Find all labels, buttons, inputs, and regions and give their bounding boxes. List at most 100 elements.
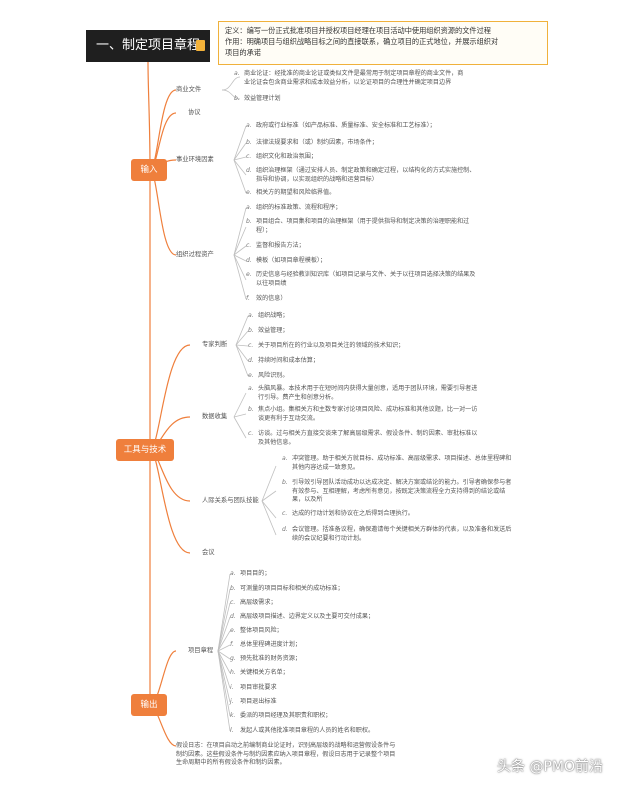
- category-inputs: 输入: [131, 159, 167, 181]
- item-marker: j.: [230, 698, 234, 705]
- list-item: b.项目组合、项目集和项目的治理框架（用于提供指导和制定决策的治理职能和过程）；: [246, 218, 470, 235]
- item-marker: c.: [248, 430, 254, 437]
- item-text: 焦点小组。集相关方和主数专家讨论项目风险、成功标准和其他议题，比一对一访: [258, 406, 478, 413]
- list-item: i. 项目审批要求: [230, 684, 277, 693]
- branch-interpersonal-skills: 人际关系与团队技能: [202, 497, 259, 504]
- item-text: 组织治理框架（通过安排人员、制定政策和确定过程，以结构化的方式实施控制、: [256, 167, 476, 174]
- branch-project-charter: 项目章程: [188, 647, 214, 654]
- document-icon: [196, 40, 205, 51]
- item-marker: a.: [246, 122, 252, 129]
- list-item: b.法律法规要求和（或）制约因素，市场条件；: [246, 139, 378, 148]
- item-text: 风险识别。: [258, 372, 289, 379]
- branch-eef: 事业环境因素: [176, 156, 214, 163]
- item-text: 持续时间和成本估算；: [258, 357, 319, 364]
- item-text: 以往项目绩: [256, 279, 287, 287]
- item-marker: d.: [282, 526, 288, 533]
- item-text: 达成的行动计划和协议在之后得到合理执行。: [292, 510, 414, 517]
- item-marker: a.: [246, 204, 252, 211]
- list-item: c.监督和报告方法；: [246, 242, 305, 251]
- item-text: 项目退出标准: [240, 698, 277, 705]
- item-text: 谈更有利于互动交流。: [258, 414, 319, 422]
- item-text: 效益管理；: [258, 327, 289, 334]
- root-title: 一、制定项目章程: [96, 38, 201, 53]
- list-item: e. 历史信息与经验教训知识库（如项目记录与文件、关于以往项目选择决策的结果及以往…: [246, 271, 476, 288]
- item-text: 果，以及所: [292, 496, 323, 503]
- item-marker: a.: [282, 455, 288, 462]
- list-item: a.项目目的；: [230, 570, 270, 579]
- item-text: 续的会议纪要和行动计划。: [292, 534, 366, 542]
- branch-meetings: 会议: [202, 549, 215, 556]
- list-item: d. 组织治理框架（通过安排人员、制定政策和确定过程，以结构化的方式实施控制、指导…: [246, 167, 476, 184]
- definition-line: 项目的承诺: [225, 48, 261, 57]
- item-text: 历史信息与经验教训知识库（如项目记录与文件、关于以往项目选择决策的结果及: [256, 271, 476, 278]
- item-text: 指导和协调，以实现组织的战略和运营目标）: [256, 175, 378, 183]
- item-text: 效益管理计划: [244, 95, 281, 102]
- item-marker: h.: [230, 669, 236, 676]
- definition-line: 定义：编写一份正式批准项目并授权项目经理在项目活动中使用组织资源的文件过程: [225, 26, 491, 35]
- item-text: 总体里程碑进度计划；: [240, 641, 301, 648]
- branch-opa: 组织过程资产: [176, 251, 214, 258]
- list-item: l.发起人或其他批准项目章程的人员的姓名和职权。: [230, 727, 374, 736]
- item-text: 业论证会包含商业需求和成本效益分析，以论证项目的合理性并确定项目边界: [244, 78, 452, 86]
- item-text: 高层级项目描述、边界定义以及主要可交付成果；: [240, 613, 375, 620]
- item-text: 项目审批要求: [240, 684, 277, 691]
- list-item: e. 风险识别。: [248, 372, 289, 381]
- item-text: 其他内容达成一致意见。: [292, 463, 360, 471]
- item-marker: e.: [230, 627, 236, 634]
- list-item: e. 整体项目风险；: [230, 627, 283, 636]
- item-text: 关于项目所在的行业以及项目关注的领域的技术知识；: [258, 342, 405, 349]
- item-text: 预先批准的财务资源；: [240, 655, 301, 662]
- item-text: 组织文化和政治氛围；: [256, 153, 317, 160]
- item-marker: d.: [246, 167, 252, 174]
- assumption-line: 制约因素。这些假设条件与制约因素应纳入项目章程，假设日志用于记录整个项目: [176, 750, 396, 758]
- item-marker: a.: [230, 570, 236, 577]
- category-outputs: 输出: [131, 694, 167, 716]
- item-text: 行引导。费产生和创意分析。: [258, 393, 338, 401]
- item-text: 会议管理。括准备议程，确保邀请每个关键相关方群体的代表，以及准备和发送后: [292, 526, 512, 533]
- item-text: 相关方的期望和风险临界值。: [256, 189, 336, 196]
- item-marker: c.: [246, 153, 252, 160]
- list-item: a. 组织的标准政策、流程和程序；: [246, 204, 342, 213]
- list-item: c. 达成的行动计划和协议在之后得到合理执行。: [282, 510, 414, 519]
- item-marker: a.: [234, 70, 240, 77]
- list-item: a. 组织战略；: [248, 312, 289, 321]
- item-text: 项目组合、项目集和项目的治理框架（用于提供指导和制定决策的治理职能和过: [256, 218, 470, 225]
- list-item: b.效益管理；: [248, 327, 289, 336]
- item-marker: b.: [248, 406, 254, 413]
- item-marker: a.: [248, 312, 254, 319]
- item-marker: g.: [230, 655, 236, 662]
- item-marker: e.: [248, 372, 254, 379]
- definition-box: 定义：编写一份正式批准项目并授权项目经理在项目活动中使用组织资源的文件过程 作用…: [218, 21, 548, 65]
- item-marker: b.: [234, 95, 240, 102]
- list-item: f. 效的信息）: [246, 295, 287, 304]
- list-item: k.委派的项目经理及其职责和职权；: [230, 712, 331, 721]
- list-item: d. 会议管理。括准备议程，确保邀请每个关键相关方群体的代表，以及准备和发送后续的…: [282, 526, 512, 543]
- item-text: 引导效引导团队活动成功以达成决定、解决方案或结论的能力。引导者确保参与者: [292, 479, 512, 486]
- item-marker: f.: [246, 295, 250, 302]
- item-marker: c.: [282, 510, 288, 517]
- watermark: 头条 @PMO前沿: [497, 759, 603, 775]
- item-marker: c.: [230, 599, 236, 606]
- item-text: 组织战略；: [258, 312, 289, 319]
- item-marker: i.: [230, 684, 234, 691]
- item-marker: e.: [246, 271, 252, 278]
- item-marker: c.: [248, 342, 254, 349]
- list-item: f.总体里程碑进度计划；: [230, 641, 301, 650]
- item-text: 商业论证：经批准的商业论证或类似文件是最常用于制定项目章程的商业文件，商: [244, 70, 464, 77]
- item-text: 头脑风暴。本技术用于在短时间内获得大量创意，适用于团队环境，需要引导者进: [258, 385, 478, 392]
- item-text: 组织的标准政策、流程和程序；: [256, 204, 342, 211]
- list-item: b.可测量的项目目标和相关的成功标准；: [230, 585, 344, 594]
- list-item: d.持续时间和成本估算；: [248, 357, 319, 366]
- item-marker: b.: [230, 585, 236, 592]
- item-text: 及其他信息。: [258, 438, 295, 446]
- item-text: 模板（如项目章程模板）；: [256, 257, 327, 264]
- list-item: a.头脑风暴。本技术用于在短时间内获得大量创意，适用于团队环境，需要引导者进行引…: [248, 385, 478, 402]
- item-text: 整体项目风险；: [240, 627, 283, 634]
- branch-data-gathering: 数据收集: [202, 413, 228, 420]
- list-item: h.关键相关方名单；: [230, 669, 289, 678]
- item-text: 法律法规要求和（或）制约因素，市场条件；: [256, 139, 378, 146]
- list-item: d.模板（如项目章程模板）；: [246, 257, 327, 266]
- item-text: 效的信息）: [256, 295, 287, 302]
- item-text: 冲突管理。助于相关方就目标、成功标准、高层级需求、项目描述、总体里程碑和: [292, 455, 512, 462]
